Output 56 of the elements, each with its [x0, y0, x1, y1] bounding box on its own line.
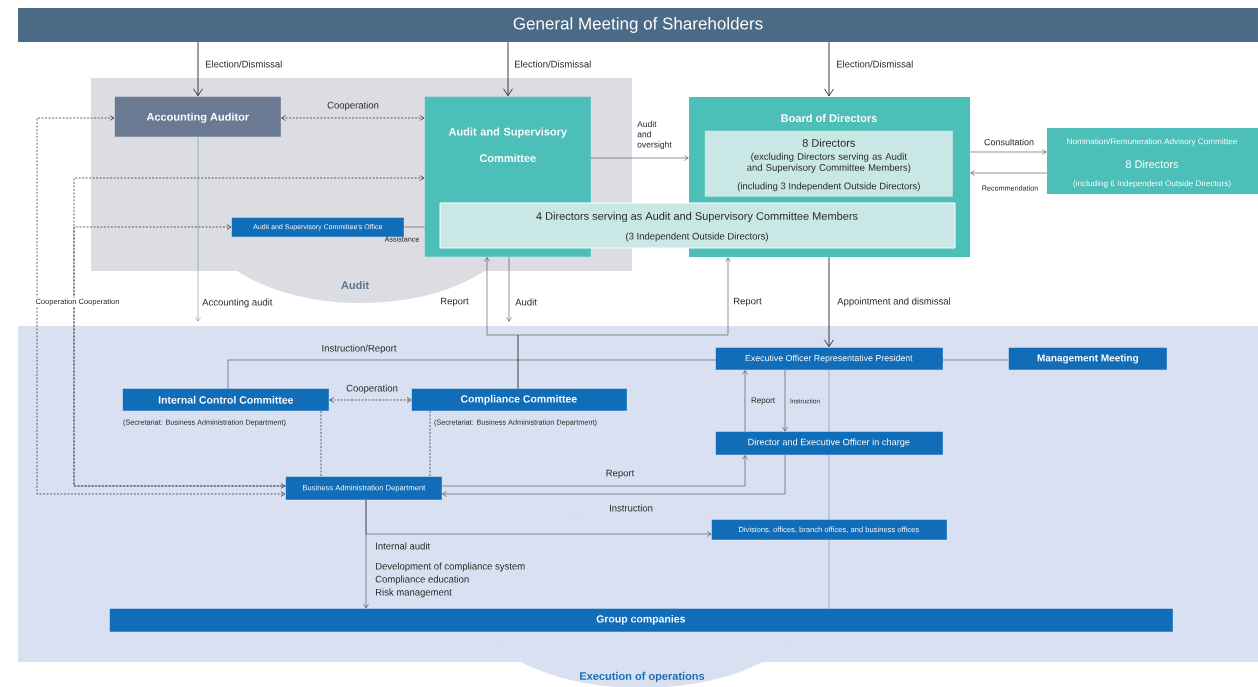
edge-label: Election/Dismissal	[206, 60, 282, 68]
arrow	[969, 149, 1047, 155]
connector-line	[942, 359, 1009, 361]
group-companies-bar: Group companies	[109, 608, 1173, 632]
arrow	[363, 499, 369, 609]
connector-line	[429, 410, 431, 477]
arrow	[193, 41, 203, 97]
members-box: 4 Directors serving as Audit and Supervisory Committee Members (3 Independent Outside Directors)	[439, 202, 956, 249]
edge-label: Cooperation	[327, 101, 379, 111]
edge-label: Election/Dismissal	[837, 60, 913, 68]
meeting-box: Management Meeting	[1008, 347, 1167, 370]
advisory-committee-box: Nomination/Remuneration Advisory Committee 8 Directors (including 6 Independent Outside Directors)	[1047, 128, 1258, 194]
note-text: Development of compliance system	[376, 562, 525, 572]
arrow	[195, 136, 201, 322]
note-text: Internal audit	[376, 542, 431, 550]
arrow	[329, 397, 412, 403]
arrow	[281, 115, 425, 121]
edge-label: Report	[734, 297, 762, 307]
node-label: Execution of operations	[580, 671, 705, 683]
edge-label: Instruction/Report	[322, 344, 397, 354]
arrow	[73, 175, 425, 489]
node-label: Audit	[341, 280, 369, 290]
arrow	[506, 256, 512, 322]
arrow	[441, 455, 748, 487]
directors-box: 8 Directors (excluding Directors serving as Audit and Supervisory Committee Members) (including 3 Independent Outside Directors)	[704, 130, 953, 197]
committee-box: Internal Control Committee	[122, 388, 329, 411]
arrow	[824, 41, 834, 97]
arrow	[36, 115, 286, 497]
connector-line	[403, 226, 425, 228]
officer-box: Director and Executive Officer in charge	[715, 431, 943, 455]
edge-label: Appointment and dismissal	[837, 297, 951, 307]
edge-label: Election/Dismissal	[515, 60, 591, 68]
arrow	[782, 369, 788, 432]
connector-line	[320, 410, 322, 477]
arrow	[590, 155, 689, 161]
title-band: General Meeting of Shareholders	[18, 8, 1258, 42]
arrow	[517, 257, 731, 389]
arrow	[442, 454, 786, 497]
edge-label: Cooperation	[346, 384, 398, 394]
note-text: Compliance education	[375, 575, 469, 585]
arrow	[73, 224, 286, 487]
arrow	[824, 256, 834, 348]
president-box: Executive Officer Representative President	[715, 347, 943, 370]
arrow	[742, 370, 748, 432]
connector-line	[227, 359, 716, 389]
arrow	[970, 170, 1048, 176]
arrow	[503, 41, 513, 97]
edge-label: Report	[606, 469, 635, 479]
committee-box: Compliance Committee	[411, 388, 627, 411]
edge-label: Audit	[515, 298, 537, 306]
edge-label: Audit and oversight	[637, 120, 672, 150]
auditor-box: Accounting Auditor	[114, 96, 281, 137]
edge-label: Instruction	[609, 504, 653, 512]
note-text: Risk management	[376, 588, 452, 598]
edge-label: Consultation	[984, 138, 1034, 146]
edge-label: Report	[751, 397, 775, 405]
